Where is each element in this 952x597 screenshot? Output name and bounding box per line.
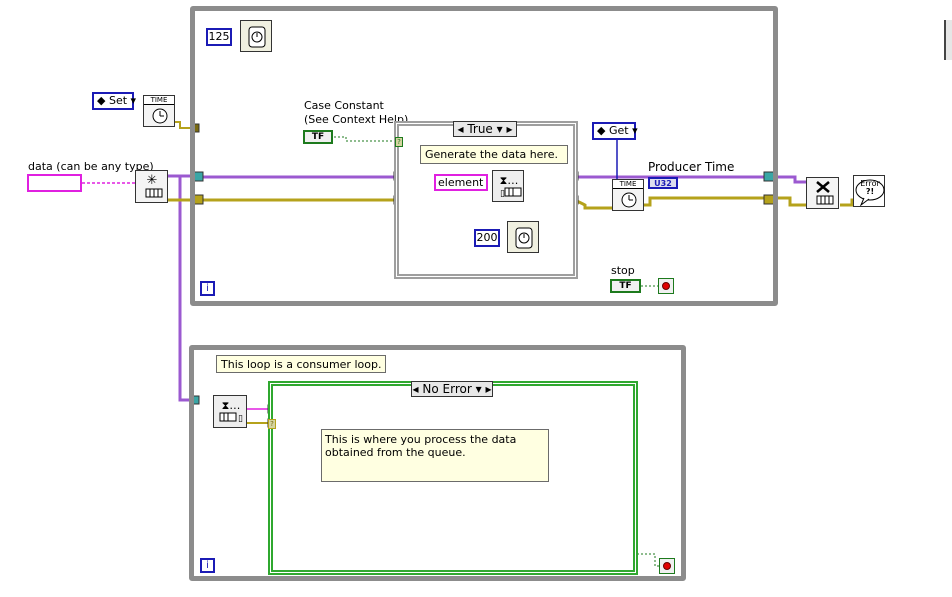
inner-wait-function[interactable] xyxy=(507,221,539,253)
u32-label: U32 xyxy=(654,179,672,188)
ring-arrows-icon: ◆ xyxy=(597,124,606,137)
process-data-note: This is where you process the data obtai… xyxy=(321,429,549,482)
process-note-line2: obtained from the queue. xyxy=(325,446,466,459)
producer-iteration-terminal: i xyxy=(200,281,215,296)
stop-label: stop xyxy=(611,264,635,277)
process-note-line1: This is where you process the data xyxy=(325,433,517,446)
case-next-icon[interactable]: ▸ xyxy=(506,122,513,136)
wait-ms-constant[interactable]: 125 xyxy=(206,28,232,46)
time-header: TIME xyxy=(613,180,643,189)
selector-terminal: ? xyxy=(395,137,403,147)
error-text-line2: ?! xyxy=(865,187,875,196)
error-bubble-icon xyxy=(855,179,885,207)
obtain-queue-icon: ✳ xyxy=(145,173,163,198)
consumer-iteration-terminal: i xyxy=(200,558,215,573)
producer-case-selector[interactable]: ◂ True ▾ ▸ xyxy=(453,121,517,137)
producer-loop-condition-terminal[interactable] xyxy=(658,278,674,294)
time-header: TIME xyxy=(144,96,174,105)
stop-icon xyxy=(662,282,670,290)
chevron-down-icon: ▾ xyxy=(632,124,638,137)
chevron-down-icon: ▾ xyxy=(130,94,137,107)
case-constant-boolean[interactable]: TF xyxy=(303,130,333,144)
case-next-icon[interactable]: ▸ xyxy=(485,382,492,396)
case-selector-label: No Error xyxy=(422,382,472,396)
stop-control-boolean[interactable]: TF xyxy=(610,279,641,293)
stopwatch-icon xyxy=(515,227,533,249)
generate-data-note: Generate the data here. xyxy=(420,145,568,164)
get-time-elapsed-function[interactable]: TIME xyxy=(612,179,644,211)
iteration-label: i xyxy=(206,560,209,571)
window-edge xyxy=(944,20,952,60)
svg-text:✳: ✳ xyxy=(147,173,158,188)
error-handler-function[interactable]: Error ?! xyxy=(853,175,885,207)
consumer-loop-condition-terminal[interactable] xyxy=(659,558,675,574)
case-constant-label-line1: Case Constant xyxy=(304,99,384,112)
case-prev-icon[interactable]: ◂ xyxy=(412,382,419,396)
element-string-constant[interactable]: element xyxy=(434,174,488,191)
data-control-terminal[interactable] xyxy=(27,174,82,192)
set-ring-constant[interactable]: ◆ Set ▾ xyxy=(92,92,137,110)
get-ring-label: Get xyxy=(608,124,629,137)
consumer-while-loop[interactable] xyxy=(189,345,686,581)
dequeue-icon: ⧗… ▯ xyxy=(219,399,243,424)
iteration-label: i xyxy=(206,283,209,294)
release-queue-function[interactable] xyxy=(806,177,839,209)
dequeue-element-function[interactable]: ⧗… ▯ xyxy=(213,395,247,428)
svg-text:⧗…: ⧗… xyxy=(222,399,241,412)
release-queue-icon xyxy=(816,181,834,205)
producer-time-label: Producer Time xyxy=(648,160,735,174)
chevron-down-icon[interactable]: ▾ xyxy=(496,122,503,136)
svg-text:▯: ▯ xyxy=(500,189,505,199)
consumer-selector-terminal: ? xyxy=(268,419,276,429)
obtain-queue-function[interactable]: ✳ xyxy=(135,170,168,203)
chevron-down-icon[interactable]: ▾ xyxy=(475,382,482,396)
get-ring-constant[interactable]: ◆ Get ▾ xyxy=(592,122,638,140)
ring-arrows-icon: ◆ xyxy=(97,94,106,107)
data-control-label: data (can be any type) xyxy=(28,160,154,173)
get-time-function[interactable]: TIME xyxy=(143,95,175,127)
case-constant-label-line2: (See Context Help) xyxy=(304,113,409,126)
clock-icon xyxy=(152,108,168,124)
case-prev-icon[interactable]: ◂ xyxy=(457,122,464,136)
svg-text:⧗…: ⧗… xyxy=(500,174,519,187)
error-text-line1: Error xyxy=(860,179,880,188)
consumer-case-selector[interactable]: ◂ No Error ▾ ▸ xyxy=(411,381,493,397)
clock-icon xyxy=(621,192,637,208)
enqueue-icon: ⧗… ▯ xyxy=(500,174,522,199)
enqueue-element-function[interactable]: ⧗… ▯ xyxy=(492,170,524,202)
case-selector-label: True xyxy=(467,122,493,136)
consumer-loop-note: This loop is a consumer loop. xyxy=(216,355,386,373)
wait-ms-function[interactable] xyxy=(240,20,272,52)
producer-time-indicator[interactable]: U32 xyxy=(648,177,678,189)
svg-text:▯: ▯ xyxy=(238,414,243,424)
stop-icon xyxy=(663,562,671,570)
inner-wait-ms-constant[interactable]: 200 xyxy=(474,229,500,247)
set-ring-label: Set xyxy=(108,94,128,107)
producer-while-loop[interactable] xyxy=(190,6,778,306)
stopwatch-icon xyxy=(248,26,266,48)
